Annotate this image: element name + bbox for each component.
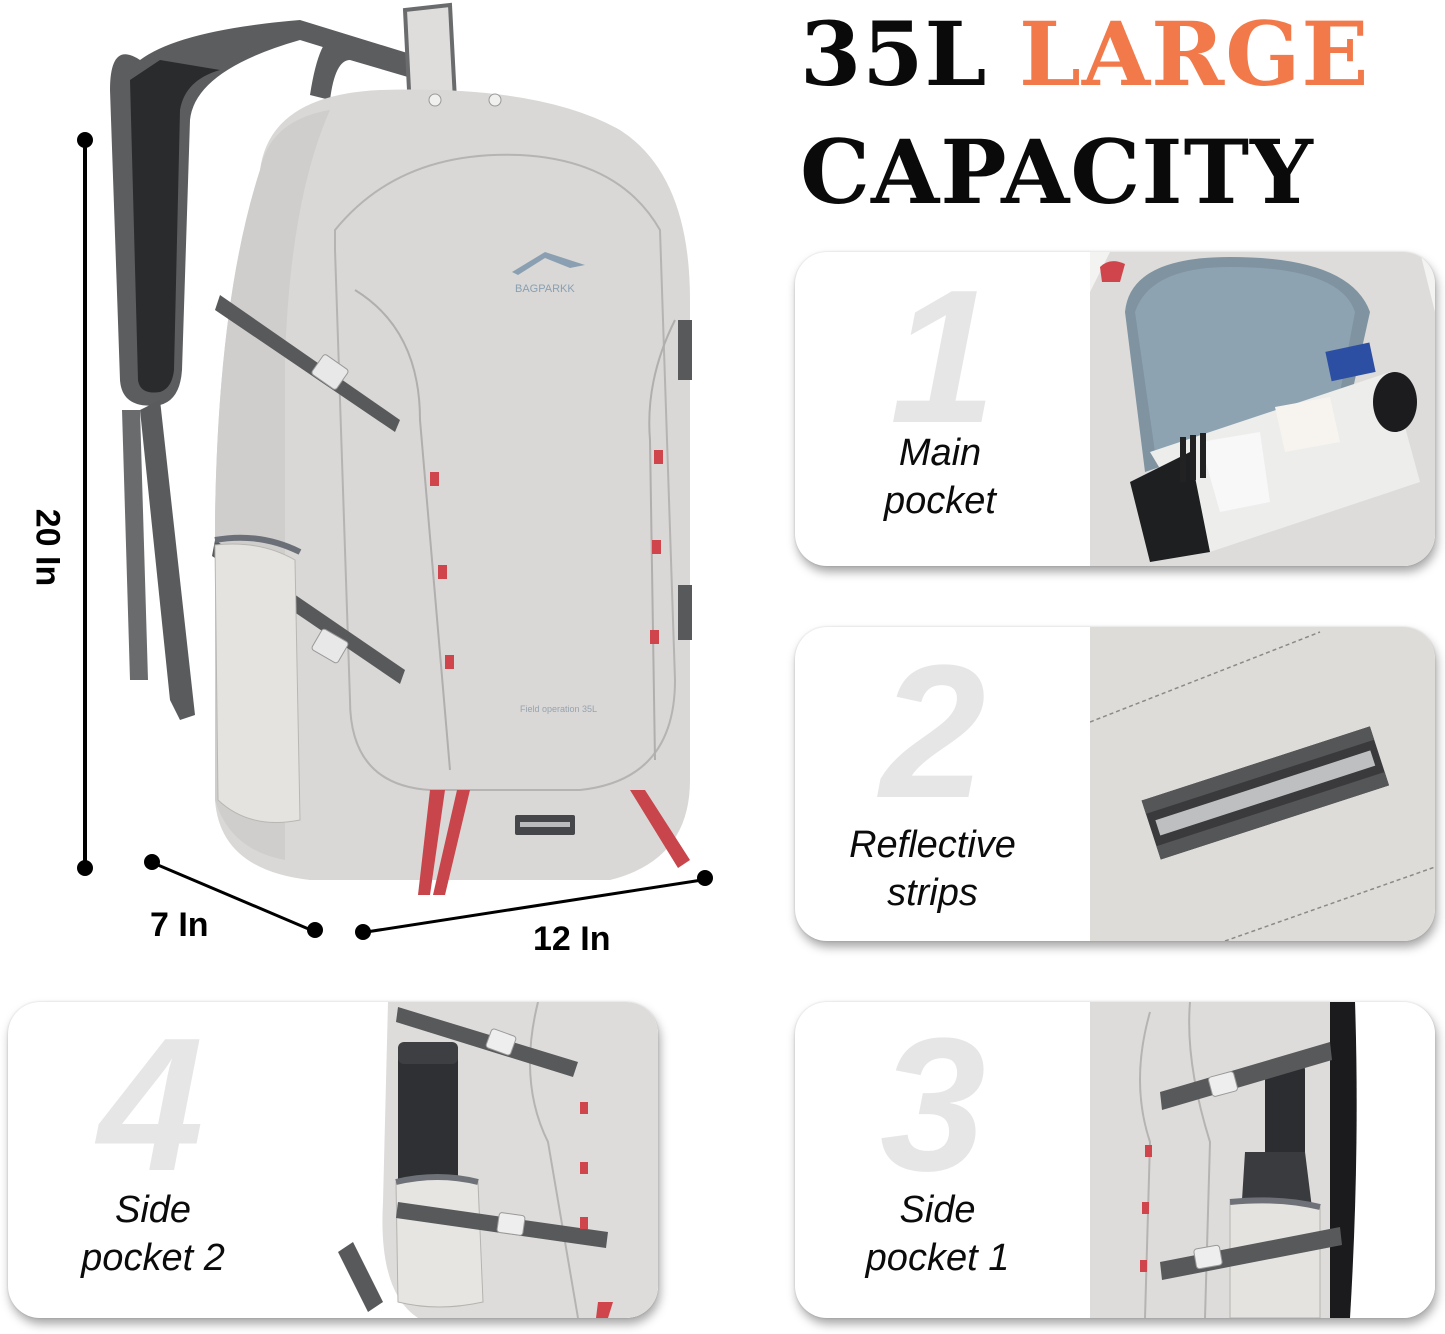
feature-number: 3 (880, 1002, 986, 1211)
feature-caption: Side pocket 2 (81, 1189, 225, 1279)
side-pocket-1-photo (1090, 1002, 1435, 1318)
dim-dot (697, 870, 713, 886)
svg-text:Field operation 35L: Field operation 35L (520, 704, 597, 714)
dim-line-height (83, 140, 87, 866)
headline-accent-word: LARGE (1018, 2, 1370, 106)
feature-card-side-pocket-2: 4 Side pocket 2 (8, 1002, 658, 1318)
feature-number: 1 (890, 252, 996, 463)
svg-text:BAGPARKK: BAGPARKK (515, 283, 575, 295)
feature-caption: Side pocket 1 (865, 1189, 1010, 1279)
side-pocket-2-photo (318, 1002, 658, 1318)
reflective-strip-photo (1090, 627, 1435, 941)
dim-dot (307, 922, 323, 938)
feature-card-main-pocket: 1 Main pocket (795, 252, 1435, 566)
width-label: 12 In (533, 920, 611, 958)
headline: 35L LARGE CAPACITY (800, 10, 1440, 216)
backpack-illustration: BAGPARKK Field operation 35L (110, 2, 692, 895)
feature-caption: Reflective strips (849, 824, 1016, 914)
feature-number: 4 (98, 1002, 204, 1211)
height-label: 20 In (28, 508, 67, 587)
depth-label: 7 In (150, 906, 209, 944)
feature-card-reflective-strips: 2 Reflective strips (795, 627, 1435, 941)
capacity-value: 35L (800, 2, 988, 106)
headline-line1: 35L LARGE (800, 10, 1440, 98)
headline-line2: CAPACITY (800, 120, 1314, 224)
main-backpack-image: BAGPARKK Field operation 35L (100, 0, 720, 910)
feature-caption: Main pocket (884, 432, 996, 522)
feature-card-side-pocket-1: 3 Side pocket 1 (795, 1002, 1435, 1318)
dim-dot (77, 860, 93, 876)
main-pocket-photo (1090, 252, 1435, 566)
feature-number: 2 (880, 627, 986, 838)
